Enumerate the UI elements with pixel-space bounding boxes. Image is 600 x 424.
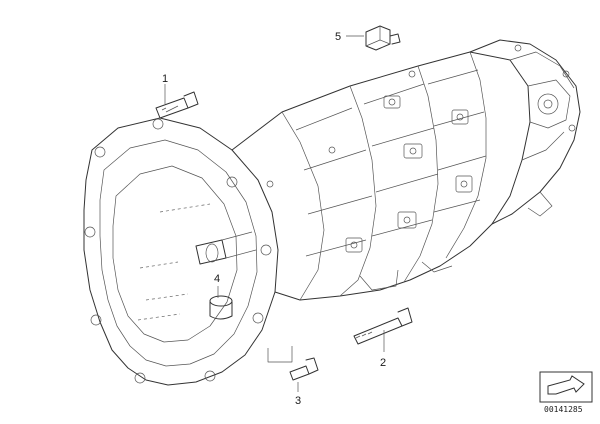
part-silhouette-icon: [547, 375, 585, 395]
rear-extension: [469, 39, 581, 225]
part-1-bolt: [155, 91, 199, 119]
part-5-sensor: [365, 25, 401, 51]
part-3-short-bolt: [289, 357, 319, 381]
callout-5: 5: [335, 31, 341, 43]
bell-housing: [83, 117, 279, 386]
callout-3: 3: [295, 395, 301, 407]
callout-2: 2: [380, 357, 386, 369]
transmission-case: [231, 51, 531, 363]
callout-4: 4: [214, 273, 220, 285]
diagram-code: 00141285: [544, 405, 583, 414]
callout-1: 1: [162, 73, 168, 85]
part-4-bushing: [209, 295, 233, 320]
part-2-long-bolt: [353, 307, 413, 345]
reference-symbol-box: [539, 371, 593, 403]
